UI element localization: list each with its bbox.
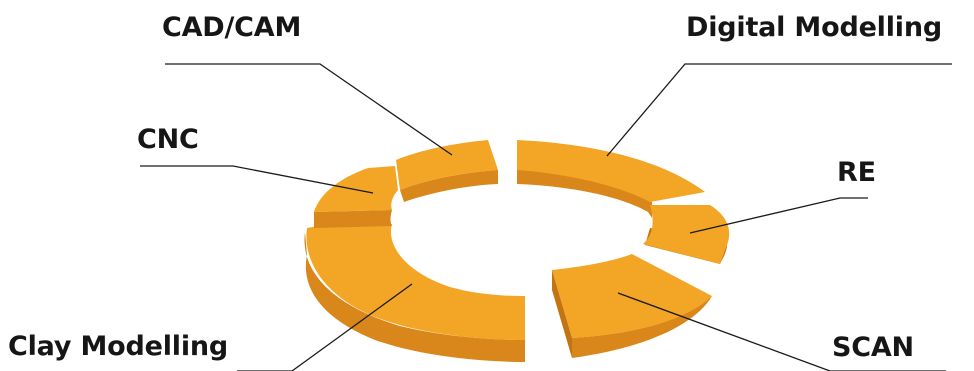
leader-line-digital bbox=[606, 63, 952, 157]
label-re: RE bbox=[837, 157, 876, 188]
segment-re-top bbox=[643, 205, 730, 264]
segment-cadcam-top bbox=[396, 140, 498, 190]
segment-cnc-top bbox=[314, 166, 398, 212]
segment-cadcam-side bbox=[400, 170, 498, 202]
segment-clay-top bbox=[306, 222, 525, 340]
segment-cnc bbox=[314, 166, 398, 228]
label-digital-modelling: Digital Modelling bbox=[686, 12, 943, 43]
label-scan: SCAN bbox=[832, 332, 914, 363]
leader-line-scan bbox=[617, 292, 946, 371]
segment-scan bbox=[552, 254, 712, 358]
segment-clay-modelling bbox=[304, 222, 525, 362]
leader-lines bbox=[140, 63, 952, 371]
label-clay-modelling: Clay Modelling bbox=[8, 331, 229, 362]
label-cadcam: CAD/CAM bbox=[162, 12, 302, 43]
leader-line-cnc bbox=[140, 165, 374, 194]
segment-scan-side bbox=[572, 296, 712, 358]
leader-line-cadcam bbox=[165, 63, 453, 156]
segment-cadcam bbox=[396, 140, 498, 202]
segment-scan-face bbox=[552, 270, 572, 358]
segment-re bbox=[643, 205, 730, 264]
leader-line-re bbox=[689, 197, 868, 234]
segment-cnc-side bbox=[314, 210, 392, 228]
segment-clay-side bbox=[304, 232, 525, 362]
segment-digital-side bbox=[517, 168, 652, 218]
leader-line-clay bbox=[237, 283, 413, 371]
segment-scan-top bbox=[552, 254, 712, 338]
label-cnc: CNC bbox=[137, 124, 199, 155]
segment-digital-top bbox=[517, 140, 705, 202]
segment-digital-modelling bbox=[517, 140, 705, 218]
